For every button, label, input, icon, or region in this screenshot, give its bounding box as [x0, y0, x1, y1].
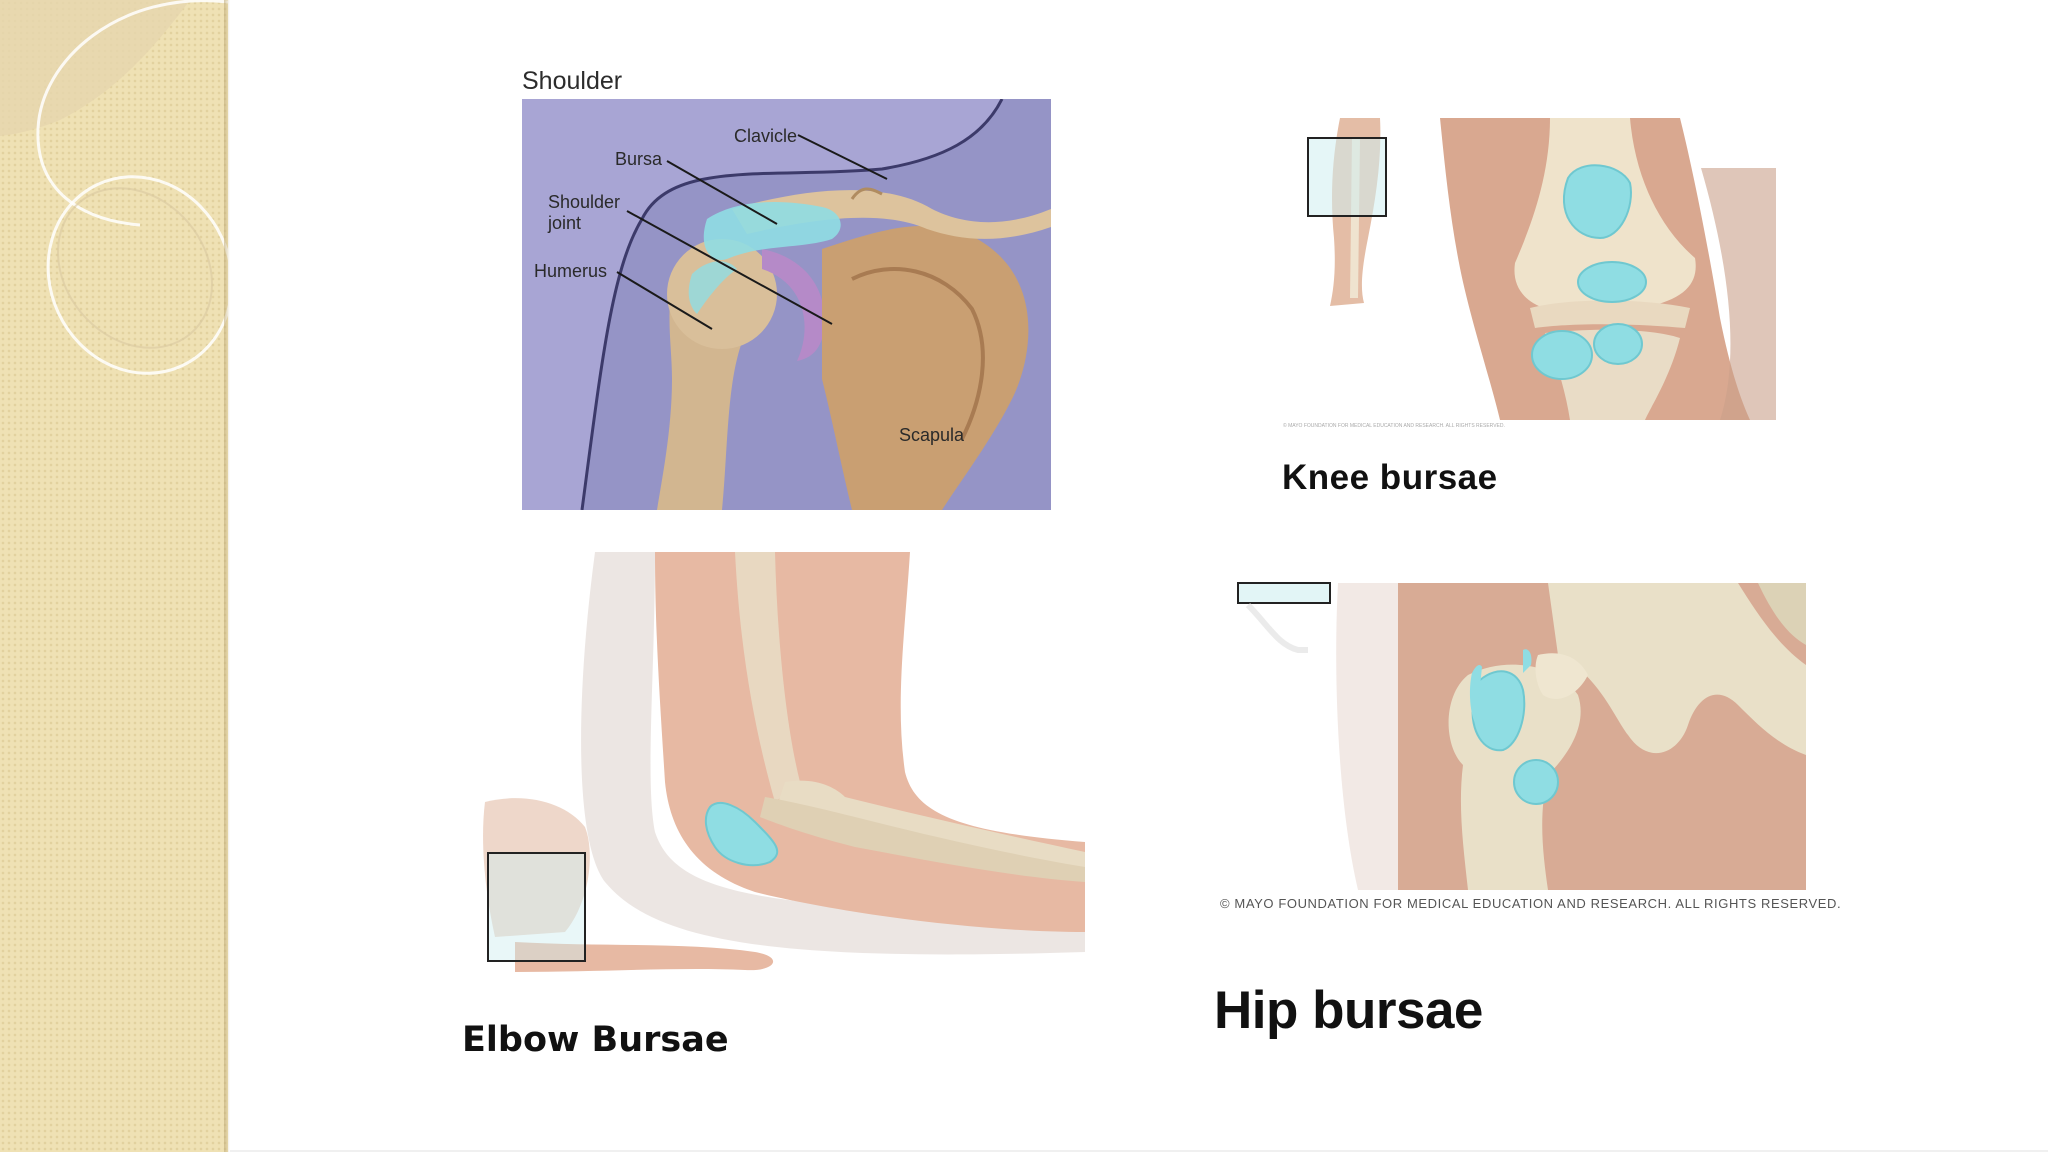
hip-copyright: © MAYO FOUNDATION FOR MEDICAL EDUCATION … — [1220, 896, 1842, 911]
label-scapula: Scapula — [899, 425, 965, 445]
hip-caption: Hip bursae — [1214, 981, 1483, 1040]
label-shoulder-joint-line2: joint — [547, 213, 581, 233]
hip-illustration — [1218, 555, 1806, 892]
shoulder-title: Shoulder — [522, 67, 623, 95]
sidebar-swirl-decoration — [0, 0, 228, 375]
slide-bottom-border — [230, 1150, 2048, 1152]
label-bursa: Bursa — [615, 149, 663, 169]
label-humerus: Humerus — [534, 261, 607, 281]
knee-illustration — [1300, 118, 1776, 428]
sidebar-edge-shadow — [224, 0, 230, 1152]
knee-copyright: © MAYO FOUNDATION FOR MEDICAL EDUCATION … — [1283, 423, 1505, 429]
shoulder-illustration: Clavicle Bursa Shoulder joint Humerus Sc… — [522, 99, 1051, 510]
knee-caption: Knee bursae — [1282, 458, 1498, 497]
elbow-illustration — [455, 552, 1085, 1007]
label-clavicle: Clavicle — [734, 126, 797, 146]
elbow-caption: Elbow Bursae — [462, 1020, 729, 1060]
decorative-sidebar — [0, 0, 228, 1152]
label-shoulder-joint-line1: Shoulder — [548, 192, 620, 212]
